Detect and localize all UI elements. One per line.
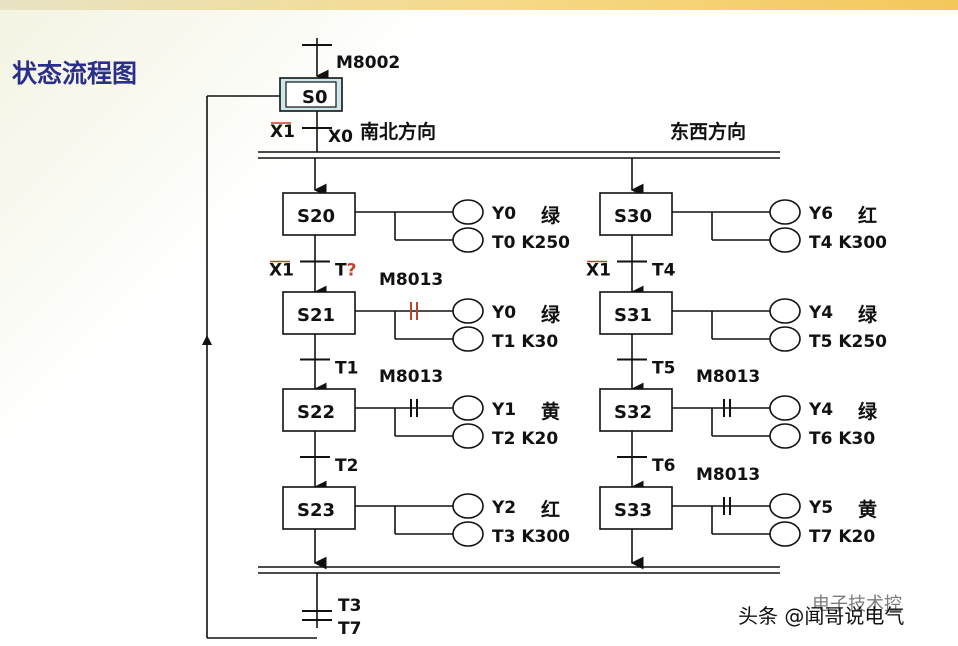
- ew-color-label-3: 黄: [858, 498, 877, 521]
- ew-transition-x1-0: X1: [586, 261, 611, 281]
- ns-step-label-s20: S20: [297, 206, 335, 227]
- ew-coil-circle-3: [769, 493, 801, 519]
- ew-timer-circle-3: [769, 521, 801, 547]
- ns-timer-circle-0: [452, 227, 484, 253]
- ns-coil-circle-1: [452, 298, 484, 324]
- ew-step-label-s33: S33: [614, 500, 652, 521]
- ew-coil-circle-1: [769, 298, 801, 324]
- ns-color-label-2: 黄: [541, 400, 560, 423]
- ns-step-label-s21: S21: [297, 305, 335, 326]
- ns-timer-label-1: T1 K30: [492, 332, 558, 352]
- loop-arrow-icon: [202, 335, 212, 345]
- ew-coil-label-3: Y5: [808, 498, 833, 518]
- ew-step-box-s32: [599, 388, 673, 432]
- ew-step-label-s32: S32: [614, 402, 652, 423]
- ns-timer-label-2: T2 K20: [492, 429, 558, 449]
- ew-timer-circle-0: [769, 227, 801, 253]
- ew-timer-label-2: T6 K30: [809, 429, 875, 449]
- ew-coil-circle-2: [769, 395, 801, 421]
- ew-color-label-2: 绿: [858, 400, 878, 423]
- ns-contact-label-1: M8013: [379, 270, 443, 290]
- ns-step-label-s22: S22: [297, 402, 335, 423]
- ew-timer-label-1: T5 K250: [809, 332, 887, 352]
- ew-contact-label-3: M8013: [696, 465, 760, 485]
- ns-color-label-0: 绿: [541, 204, 561, 227]
- ew-contact-label-2: M8013: [696, 367, 760, 387]
- direction-ew-label: 东西方向: [670, 120, 746, 143]
- x0-label: X0: [328, 127, 353, 147]
- ns-color-label-3: 红: [541, 498, 560, 521]
- ns-step-box-s21: [282, 291, 356, 335]
- x1-label-s0: X1: [270, 122, 295, 142]
- init-contact-label: M8002: [336, 53, 400, 73]
- ns-timer-label-3: T3 K300: [492, 527, 570, 547]
- page-title: 状态流程图: [12, 59, 138, 88]
- ew-transition-label-1: T5: [652, 359, 675, 379]
- ew-coil-label-2: Y4: [808, 400, 833, 420]
- ew-coil-label-1: Y4: [808, 303, 833, 323]
- final-label-t3: T3: [338, 596, 361, 616]
- ew-coil-label-0: Y6: [808, 204, 833, 224]
- ns-color-label-1: 绿: [541, 303, 561, 326]
- ns-transition-label-0: T?: [335, 261, 356, 281]
- ns-step-box-s22: [282, 388, 356, 432]
- ns-contact-label-2: M8013: [379, 367, 443, 387]
- step-label-s0: S0: [302, 87, 328, 108]
- ns-timer-circle-3: [452, 521, 484, 547]
- ns-coil-circle-0: [452, 199, 484, 225]
- ns-coil-label-0: Y0: [491, 204, 516, 224]
- step-box-s0-inner: [285, 81, 337, 108]
- ew-color-label-1: 绿: [858, 303, 878, 326]
- ns-step-box-s20: [282, 192, 356, 236]
- ns-timer-circle-1: [452, 326, 484, 352]
- top-decor-bar: [0, 0, 958, 10]
- ew-transition-label-0: T4: [652, 261, 676, 281]
- ew-step-box-s31: [599, 291, 673, 335]
- ew-step-box-s33: [599, 486, 673, 530]
- ns-coil-label-2: Y1: [491, 400, 516, 420]
- ew-color-label-0: 红: [858, 204, 877, 227]
- watermark-faint: 电子技术控: [812, 594, 902, 615]
- ns-coil-label-1: Y0: [491, 303, 516, 323]
- ns-step-box-s23: [282, 486, 356, 530]
- ew-timer-circle-2: [769, 423, 801, 449]
- ew-timer-label-3: T7 K20: [809, 527, 875, 547]
- ns-coil-label-3: Y2: [491, 498, 516, 518]
- ns-transition-x1-0: X1: [269, 261, 294, 281]
- ew-step-label-s31: S31: [614, 305, 652, 326]
- final-label-t7: T7: [338, 619, 361, 639]
- ns-timer-label-0: T0 K250: [492, 233, 570, 253]
- ew-transition-label-2: T6: [652, 456, 675, 476]
- ns-transition-label-1: T1: [335, 359, 358, 379]
- ns-transition-label-2: T2: [335, 456, 358, 476]
- watermark: 头条 @闻哥说电气: [738, 604, 905, 628]
- ew-step-label-s30: S30: [614, 206, 652, 227]
- ns-timer-circle-2: [452, 423, 484, 449]
- ew-timer-label-0: T4 K300: [809, 233, 887, 253]
- ns-coil-circle-3: [452, 493, 484, 519]
- ns-coil-circle-2: [452, 395, 484, 421]
- ew-timer-circle-1: [769, 326, 801, 352]
- ew-coil-circle-0: [769, 199, 801, 225]
- ns-step-label-s23: S23: [297, 500, 335, 521]
- direction-ns-label: 南北方向: [360, 120, 436, 143]
- ew-step-box-s30: [599, 192, 673, 236]
